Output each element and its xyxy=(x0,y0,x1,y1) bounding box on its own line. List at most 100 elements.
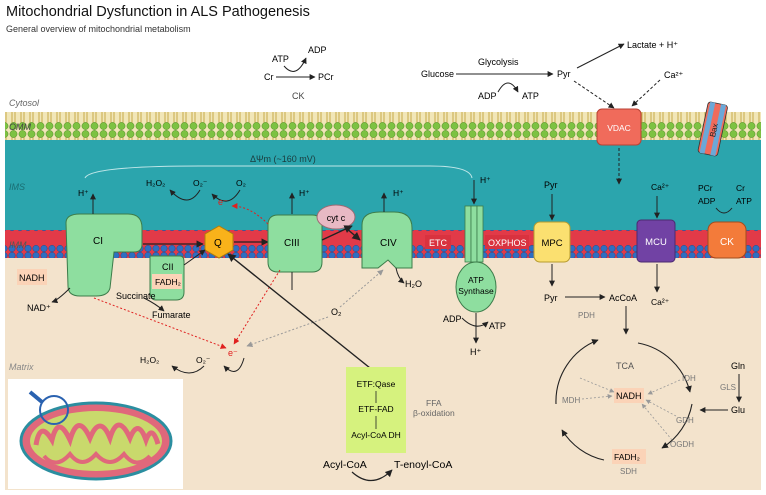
svg-text:ATP: ATP xyxy=(272,54,289,64)
beta-oxidation-box: ETF:Qase ETF-FAD Acyl-CoA DH xyxy=(346,367,406,453)
complex-iii: CIII xyxy=(267,214,323,273)
svg-text:VDAC: VDAC xyxy=(607,123,631,133)
nadh-box xyxy=(17,269,47,285)
svg-text:cyt c: cyt c xyxy=(327,213,346,223)
svg-text:Glu: Glu xyxy=(731,405,745,415)
svg-text:Cr: Cr xyxy=(264,72,274,82)
svg-text:H₂O₂: H₂O₂ xyxy=(146,178,165,188)
svg-text:H⁺: H⁺ xyxy=(480,175,491,185)
glycolysis-reaction: Glucose Glycolysis ADP ATP Pyr Lactate +… xyxy=(421,40,684,109)
glutaminolysis: Gln GLS Glu xyxy=(699,361,745,415)
vdac-channel: VDAC xyxy=(596,108,642,185)
svg-text:PDH: PDH xyxy=(578,311,595,320)
svg-text:H⁺: H⁺ xyxy=(470,347,481,357)
svg-text:H⁺: H⁺ xyxy=(78,188,89,198)
svg-text:O₂: O₂ xyxy=(331,307,342,317)
svg-text:ATP: ATP xyxy=(736,196,752,206)
t-enoyl-coa-label: T-enoyl-CoA xyxy=(394,459,452,471)
cytochrome-c: cyt c xyxy=(316,204,356,230)
atp-synthase-label-1: ATP xyxy=(468,275,484,285)
complex-i: CI xyxy=(65,213,143,297)
complex-ii: CII FADH₂ xyxy=(149,255,185,301)
svg-text:Glucose: Glucose xyxy=(421,69,454,79)
svg-text:MDH: MDH xyxy=(562,396,580,405)
bax-channel: Bax xyxy=(697,101,728,157)
etc-label-box xyxy=(425,235,451,249)
svg-text:CII: CII xyxy=(162,262,174,272)
svg-text:FFA: FFA xyxy=(426,398,442,408)
cytosol-region xyxy=(0,0,766,113)
svg-text:IDH: IDH xyxy=(682,374,696,383)
svg-text:e⁻: e⁻ xyxy=(228,348,238,358)
svg-text:CK: CK xyxy=(720,237,734,248)
svg-text:Succinate: Succinate xyxy=(116,291,156,301)
ims-ros: H₂O₂ O₂⁻ O₂ e⁻ xyxy=(146,178,269,225)
svg-text:ADP: ADP xyxy=(698,196,716,206)
svg-text:Lactate + H⁺: Lactate + H⁺ xyxy=(627,40,678,50)
svg-text:PCr: PCr xyxy=(318,72,334,82)
svg-text:O₂⁻: O₂⁻ xyxy=(193,178,208,188)
atp-synthase: ATP Synthase xyxy=(455,205,497,313)
acyl-coa-label: Acyl-CoA xyxy=(323,459,367,471)
svg-text:H₂O: H₂O xyxy=(405,279,422,289)
ck-enzyme: CK xyxy=(707,221,747,259)
svg-text:NAD⁺: NAD⁺ xyxy=(27,303,51,313)
svg-text:Ca²⁺: Ca²⁺ xyxy=(651,182,670,192)
svg-text:Ca²⁺: Ca²⁺ xyxy=(651,297,670,307)
etf-to-q-arrow xyxy=(227,253,371,369)
svg-text:ΔΨm (~160 mV): ΔΨm (~160 mV) xyxy=(250,154,316,164)
mcu-channel: MCU xyxy=(636,219,676,263)
mitochondrion-inset-icon xyxy=(8,379,183,489)
tca-nadh-box xyxy=(614,388,644,403)
svg-text:ETF-FAD: ETF-FAD xyxy=(358,404,393,414)
svg-text:Cr: Cr xyxy=(736,183,745,193)
svg-text:CI: CI xyxy=(93,236,103,247)
svg-text:NADH: NADH xyxy=(616,391,642,401)
ims-label: IMS xyxy=(9,182,25,192)
svg-text:Ca²⁺: Ca²⁺ xyxy=(664,70,684,80)
svg-text:TCA: TCA xyxy=(616,361,634,371)
svg-text:CIII: CIII xyxy=(284,238,300,249)
svg-text:CIV: CIV xyxy=(380,238,397,249)
svg-text:Pyr: Pyr xyxy=(544,180,558,190)
oxphos-label-box xyxy=(485,235,529,249)
svg-text:PCr: PCr xyxy=(698,183,713,193)
svg-text:MPC: MPC xyxy=(541,238,562,249)
svg-text:GDH: GDH xyxy=(676,416,694,425)
svg-text:FADH₂: FADH₂ xyxy=(614,452,640,462)
svg-text:Acyl-CoA DH: Acyl-CoA DH xyxy=(351,430,401,440)
svg-text:Bax: Bax xyxy=(708,123,720,138)
svg-text:ATP: ATP xyxy=(489,321,506,331)
svg-text:OGDH: OGDH xyxy=(670,440,694,449)
tca-fadh2-box xyxy=(612,449,646,464)
outer-membrane xyxy=(5,112,761,140)
svg-text:OXPHOS: OXPHOS xyxy=(488,238,527,248)
cytosol-label: Cytosol xyxy=(9,98,40,108)
svg-text:H⁺: H⁺ xyxy=(393,188,404,198)
svg-text:ATP: ATP xyxy=(522,91,539,101)
svg-text:Pyr: Pyr xyxy=(544,293,558,303)
svg-text:β-oxidation: β-oxidation xyxy=(413,408,455,418)
svg-text:H⁺: H⁺ xyxy=(299,188,310,198)
svg-text:ADP: ADP xyxy=(478,91,497,101)
svg-text:SDH: SDH xyxy=(620,467,637,476)
membrane-potential: ΔΨm (~160 mV) xyxy=(84,154,473,179)
svg-text:ETC: ETC xyxy=(429,238,448,248)
page-subtitle: General overview of mitochondrial metabo… xyxy=(6,24,191,34)
svg-text:H₂O₂: H₂O₂ xyxy=(140,355,159,365)
matrix-ros: H₂O₂ O₂⁻ e⁻ O₂ xyxy=(93,269,384,374)
svg-text:ADP: ADP xyxy=(443,314,462,324)
complex-iv: CIV xyxy=(361,211,413,269)
atp-synthase-label-2: Synthase xyxy=(458,286,494,296)
svg-text:AcCoA: AcCoA xyxy=(609,293,637,303)
page-title: Mitochondrial Dysfunction in ALS Pathoge… xyxy=(6,4,310,20)
svg-text:e⁻: e⁻ xyxy=(218,197,228,207)
svg-text:GLS: GLS xyxy=(720,383,736,392)
svg-text:FADH₂: FADH₂ xyxy=(155,277,181,287)
svg-text:Fumarate: Fumarate xyxy=(152,310,191,320)
cytosol-ck-reaction: ATP ADP Cr PCr CK xyxy=(264,45,334,101)
svg-text:ADP: ADP xyxy=(308,45,327,55)
omm-label: OMM xyxy=(9,122,31,132)
svg-text:MCU: MCU xyxy=(645,237,667,248)
